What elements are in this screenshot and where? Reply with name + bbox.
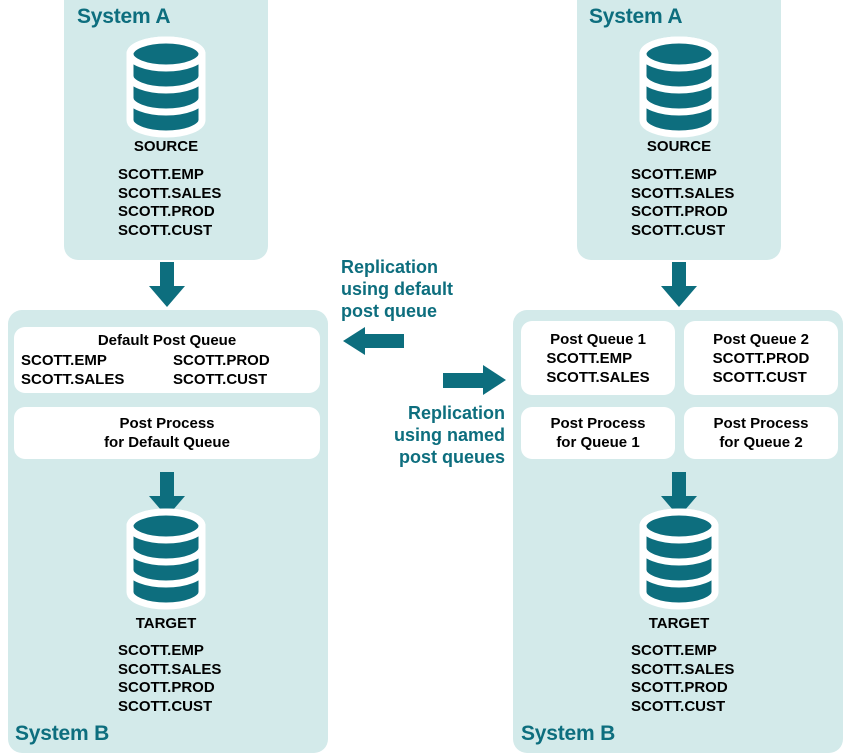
table-item: SCOTT.CUST [631,221,726,239]
default-post-queue-box: Default Post Queue SCOTT.EMP SCOTT.SALES… [14,327,320,393]
right-source-db-label: SOURCE [646,138,712,155]
left-source-database-icon [124,36,208,138]
post-process-line-1: Post Process [713,415,809,432]
table-item: SCOTT.PROD [118,679,215,696]
post-process-2-box: Post Process for Queue 2 [684,407,838,459]
left-source-table-list: SCOTT.EMP SCOTT.SALES SCOTT.PROD SCOTT.C… [118,166,221,240]
caption-line-1: Replication [407,403,505,423]
table-item: SCOTT.SALES [118,660,222,678]
left-target-table-list: SCOTT.EMP SCOTT.SALES SCOTT.PROD SCOTT.C… [118,642,221,716]
post-process-line-2: for Queue 1 [556,434,640,451]
table-item: SCOTT.SALES [631,184,735,202]
queue-table-item: SCOTT.PROD [173,352,270,369]
queue-table-item: SCOTT.PROD [712,349,810,367]
caption-line-2: using default [341,279,453,299]
post-queue-2-heading: Post Queue 2 [713,330,809,348]
right-target-db-label: TARGET [648,615,710,632]
post-process-line-1: Post Process [550,415,646,432]
replication-named-arrow-right [442,364,506,396]
queue-table-item: SCOTT.EMP [546,349,633,367]
queue-table-item: SCOTT.EMP [21,352,107,369]
right-source-table-list: SCOTT.EMP SCOTT.SALES SCOTT.PROD SCOTT.C… [631,166,734,240]
table-item: SCOTT.PROD [631,679,728,696]
caption-line-3: post queues [398,447,505,467]
post-queue-1-box: Post Queue 1 SCOTT.EMP SCOTT.SALES [521,321,675,395]
table-item: SCOTT.CUST [631,697,726,715]
caption-line-3: post queue [341,301,438,321]
table-item: SCOTT.PROD [631,203,728,220]
replication-named-caption: Replication using named post queues [329,402,505,468]
right-source-database-icon [637,36,721,138]
left-target-db-label: TARGET [135,615,197,632]
right-target-panel-title: System B [521,722,616,745]
table-item: SCOTT.EMP [631,642,717,659]
table-item: SCOTT.CUST [118,697,213,715]
post-queue-1-heading: Post Queue 1 [550,330,646,348]
right-flow-arrow-down-top [660,262,698,308]
right-target-database-icon [637,508,721,610]
post-queue-2-box: Post Queue 2 SCOTT.PROD SCOTT.CUST [684,321,838,395]
table-item: SCOTT.CUST [118,221,213,239]
left-target-panel-title: System B [15,722,110,745]
default-post-queue-heading: Default Post Queue [97,332,237,349]
table-item: SCOTT.SALES [118,184,222,202]
queue-table-item: SCOTT.CUST [712,368,807,386]
table-item: SCOTT.EMP [631,166,717,183]
post-process-line-2: for Queue 2 [719,434,803,451]
caption-line-2: using named [393,425,505,445]
table-item: SCOTT.PROD [118,203,215,220]
left-source-db-label: SOURCE [133,138,199,155]
left-flow-arrow-down-top [148,262,186,308]
replication-default-arrow-left [343,326,405,356]
right-flow-arrow-down-bottom [660,472,698,518]
table-item: SCOTT.EMP [118,166,204,183]
post-process-1-box: Post Process for Queue 1 [521,407,675,459]
replication-default-caption: Replication using default post queue [341,256,453,322]
left-source-panel-title: System A [77,5,171,28]
queue-table-item: SCOTT.SALES [21,371,125,388]
right-source-panel-title: System A [589,5,683,28]
left-flow-arrow-down-bottom [148,472,186,518]
queue-table-item: SCOTT.SALES [546,368,650,386]
post-process-line-2: for Default Queue [104,434,230,451]
table-item: SCOTT.EMP [118,642,204,659]
post-process-line-1: Post Process [119,415,215,432]
caption-line-1: Replication [341,257,439,277]
right-target-table-list: SCOTT.EMP SCOTT.SALES SCOTT.PROD SCOTT.C… [631,642,734,716]
left-target-database-icon [124,508,208,610]
default-post-process-box: Post Process for Default Queue [14,407,320,459]
table-item: SCOTT.SALES [631,660,735,678]
queue-table-item: SCOTT.CUST [173,371,268,388]
